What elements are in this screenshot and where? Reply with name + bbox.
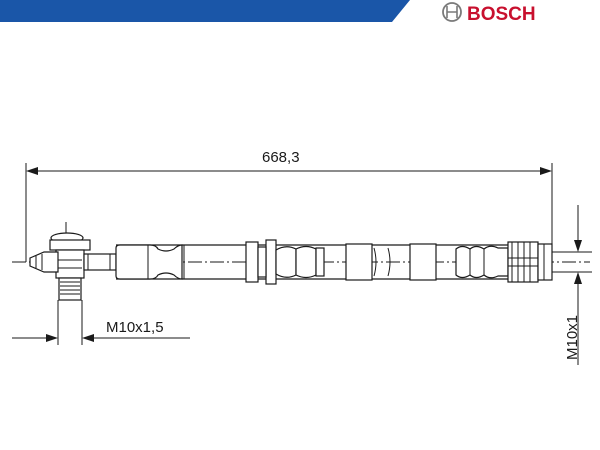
length-label: 668,3	[262, 149, 300, 166]
right-nut-fitting	[507, 241, 592, 283]
left-ferrule	[115, 244, 185, 280]
right-ferrule	[455, 245, 509, 279]
header-band	[0, 0, 600, 24]
bosch-armature-icon	[442, 2, 462, 22]
protective-sleeve	[345, 243, 437, 281]
right-thread-label: M10x1	[564, 315, 581, 360]
right-thread-dimension: M10x1	[564, 205, 582, 365]
left-banjo-fitting: M10x1,5	[12, 222, 190, 345]
brand-logo: BOSCH	[442, 2, 536, 25]
brand-name: BOSCH	[467, 4, 536, 25]
left-thread-label: M10x1,5	[106, 319, 164, 336]
blue-stripe	[0, 0, 410, 22]
middle-bracket	[245, 239, 325, 285]
length-dimension: 668,3	[25, 149, 553, 262]
